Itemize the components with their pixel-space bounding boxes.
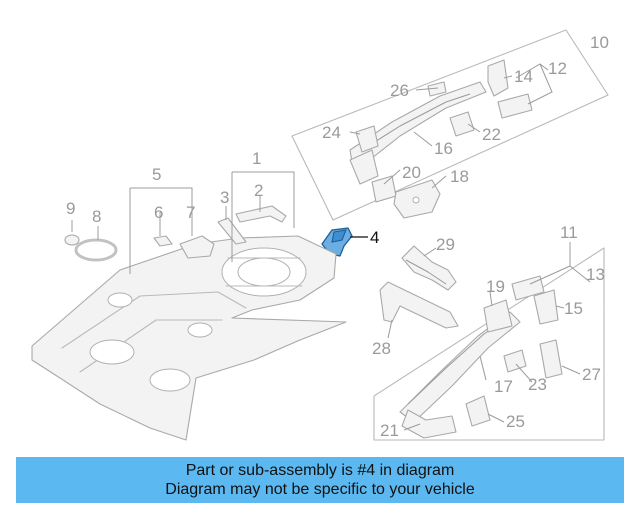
floor-hole-4 <box>187 322 213 338</box>
floor-hole-3 <box>107 292 133 308</box>
leader-26 <box>415 87 439 91</box>
info-banner: Part or sub-assembly is #4 in diagram Di… <box>16 457 624 503</box>
callout-3: 3 <box>220 188 229 207</box>
member-end <box>349 149 379 185</box>
callout-29: 29 <box>436 235 455 254</box>
leader-23 <box>515 363 533 383</box>
banner-line-2: Diagram may not be specific to your vehi… <box>165 481 475 498</box>
leader-1-2-3 <box>225 171 295 262</box>
callout-19: 19 <box>486 277 505 296</box>
part-26 <box>427 81 447 97</box>
floor-ribs <box>225 257 303 287</box>
spare-well-inner <box>237 257 291 287</box>
leader-16 <box>413 131 433 147</box>
callout-24: 24 <box>322 123 341 142</box>
hole <box>412 196 420 204</box>
lower-side-member <box>399 311 521 423</box>
leader-21 <box>403 423 421 431</box>
part-22 <box>449 111 475 137</box>
parts-diagram-svg: 10 12 14 26 24 22 16 20 18 <box>31 29 609 441</box>
callout-9: 9 <box>66 199 75 218</box>
parts-diagram: 10 12 14 26 24 22 16 20 18 <box>31 29 609 441</box>
part-14 <box>487 59 509 97</box>
part-8-grommet <box>74 238 118 262</box>
floor-hole-2 <box>149 368 191 392</box>
leader-28 <box>387 319 393 339</box>
callout-13: 13 <box>586 265 605 284</box>
part-19 <box>483 299 513 333</box>
part-25 <box>465 395 491 427</box>
part-28 <box>379 281 459 329</box>
leader-12 <box>515 63 553 105</box>
callout-1: 1 <box>252 149 261 168</box>
leader-19 <box>489 291 493 307</box>
leader-17 <box>479 355 487 381</box>
part-21 <box>401 409 457 439</box>
part-29 <box>401 245 457 291</box>
leader-29 <box>423 247 437 257</box>
callout-7: 7 <box>186 203 195 222</box>
leader-25 <box>487 413 505 423</box>
part-23 <box>503 349 527 373</box>
callout-14: 14 <box>514 67 533 86</box>
part-12 <box>497 93 533 119</box>
part-13 <box>511 275 545 301</box>
callout-8: 8 <box>92 207 101 226</box>
callout-6: 6 <box>154 203 163 222</box>
leader-24 <box>349 131 361 135</box>
floor-hole-1 <box>89 339 135 365</box>
callout-4: 4 <box>370 228 379 247</box>
rear-side-member-edge <box>361 93 471 151</box>
callout-18: 18 <box>450 167 469 186</box>
leader-11-13 <box>529 242 591 285</box>
part-7 <box>179 235 215 259</box>
floor-panel-group: 1 2 3 5 6 7 8 9 <box>31 149 347 441</box>
part-15 <box>533 289 559 325</box>
leader-22 <box>467 123 481 133</box>
callout-27: 27 <box>582 365 601 384</box>
part-20 <box>371 175 397 203</box>
callout-28: 28 <box>372 339 391 358</box>
callout-5: 5 <box>152 165 161 184</box>
callout-21: 21 <box>380 421 399 440</box>
callout-15: 15 <box>564 299 583 318</box>
leader-20 <box>383 169 401 185</box>
upper-right-group: 10 12 14 26 24 22 16 20 18 <box>291 29 609 221</box>
callout-17: 17 <box>494 377 513 396</box>
center-parts: 29 28 <box>372 235 459 358</box>
part-2 <box>235 205 287 223</box>
leader-18 <box>431 175 447 189</box>
leader-15 <box>555 305 565 309</box>
part-6 <box>153 235 173 247</box>
callout-23: 23 <box>528 375 547 394</box>
upper-group-frame <box>291 29 609 221</box>
callout-11: 11 <box>560 223 578 242</box>
banner-line-1: Part or sub-assembly is #4 in diagram <box>185 462 455 479</box>
callout-10: 10 <box>590 33 609 52</box>
callout-26: 26 <box>390 81 409 100</box>
callout-16: 16 <box>434 139 453 158</box>
lower-right-group: 11 13 19 15 27 17 23 25 21 <box>373 223 605 441</box>
leader-5-6-7 <box>129 187 193 274</box>
callout-20: 20 <box>402 163 421 182</box>
leader-27 <box>561 365 581 375</box>
part-27 <box>539 339 563 379</box>
callout-25: 25 <box>506 412 525 431</box>
part-4-face <box>331 229 347 243</box>
callout-22: 22 <box>482 125 501 144</box>
part-29-edge <box>405 259 447 285</box>
part-24 <box>355 125 379 153</box>
callout-12: 12 <box>548 59 567 78</box>
floor-crossmember <box>61 291 247 349</box>
leader-14 <box>503 75 513 79</box>
callout-2: 2 <box>254 181 263 200</box>
part-9-plug <box>64 234 80 246</box>
